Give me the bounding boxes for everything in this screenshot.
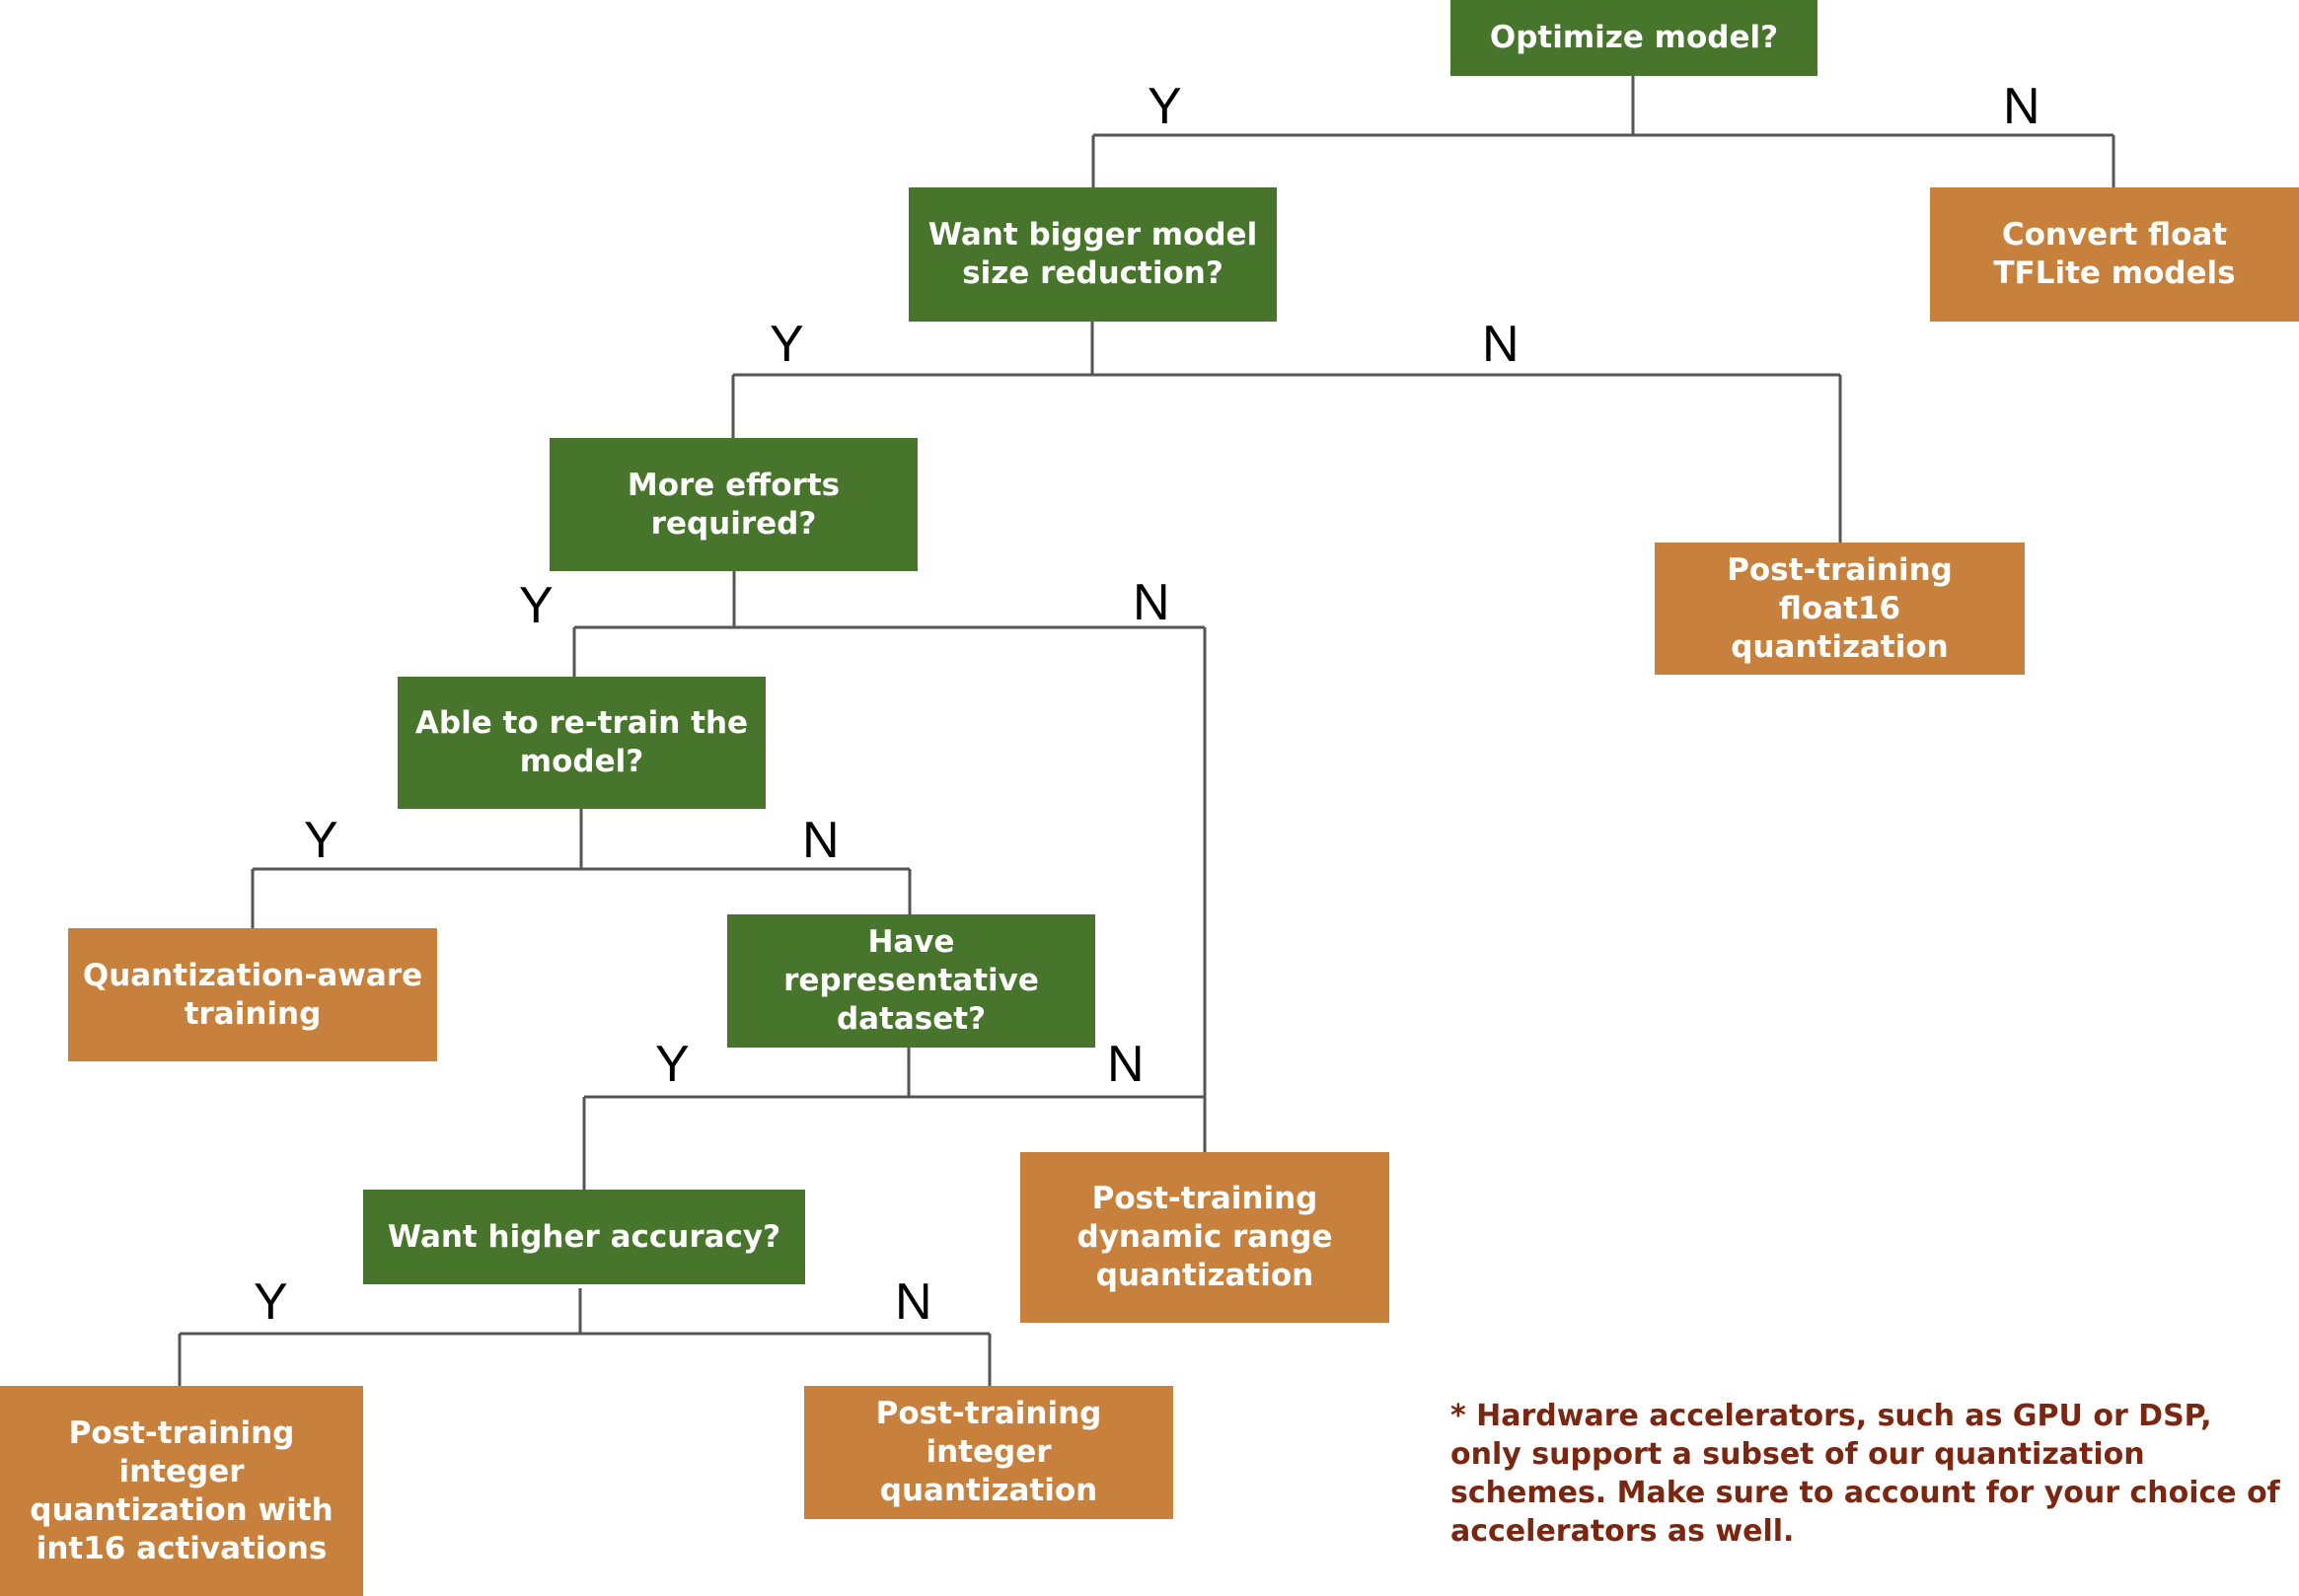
- hardware-accelerator-footnote: * Hardware accelerators, such as GPU or …: [1450, 1399, 2280, 1549]
- label-optimize-yes: Y: [1148, 78, 1182, 135]
- label-higher-accuracy-no: N: [895, 1273, 932, 1331]
- connector-optimize: [1091, 76, 2115, 187]
- node-quantization-aware-training: Quantization-aware training: [68, 928, 437, 1061]
- node-representative-dataset: Have representative dataset?: [727, 914, 1095, 1048]
- connector-more-efforts: [572, 571, 1207, 1152]
- node-higher-accuracy: Want higher accuracy?: [363, 1190, 805, 1284]
- node-float16-quantization: Post-training float16 quantization: [1655, 543, 2025, 675]
- connector-higher-accuracy: [178, 1288, 992, 1386]
- label-more-efforts-no: N: [1133, 574, 1170, 631]
- node-integer-quantization: Post-training integer quantization: [804, 1386, 1173, 1519]
- node-dynamic-range-quantization: Post-training dynamic range quantization: [1020, 1152, 1389, 1323]
- label-rep-dataset-yes: Y: [655, 1036, 690, 1093]
- node-more-efforts: More efforts required?: [550, 438, 918, 571]
- connector-rep-dataset: [582, 1048, 1205, 1190]
- node-convert-float-tflite: Convert float TFLite models: [1930, 187, 2299, 322]
- connector-retrain: [251, 809, 912, 928]
- label-retrain-yes: Y: [304, 812, 338, 869]
- label-bigger-size-no: N: [1482, 316, 1520, 373]
- label-more-efforts-yes: Y: [519, 577, 554, 634]
- connector-bigger-size: [731, 322, 1842, 543]
- label-higher-accuracy-yes: Y: [254, 1273, 288, 1331]
- label-retrain-no: N: [802, 812, 840, 869]
- label-rep-dataset-no: N: [1107, 1036, 1145, 1093]
- label-optimize-no: N: [2003, 78, 2040, 135]
- label-bigger-size-yes: Y: [770, 316, 804, 373]
- node-able-to-retrain: Able to re-train the model?: [398, 677, 766, 809]
- node-int16-activations: Post-training integer quantization with …: [0, 1386, 363, 1596]
- node-bigger-size-reduction: Want bigger model size reduction?: [909, 187, 1277, 322]
- node-optimize-model: Optimize model?: [1450, 0, 1817, 76]
